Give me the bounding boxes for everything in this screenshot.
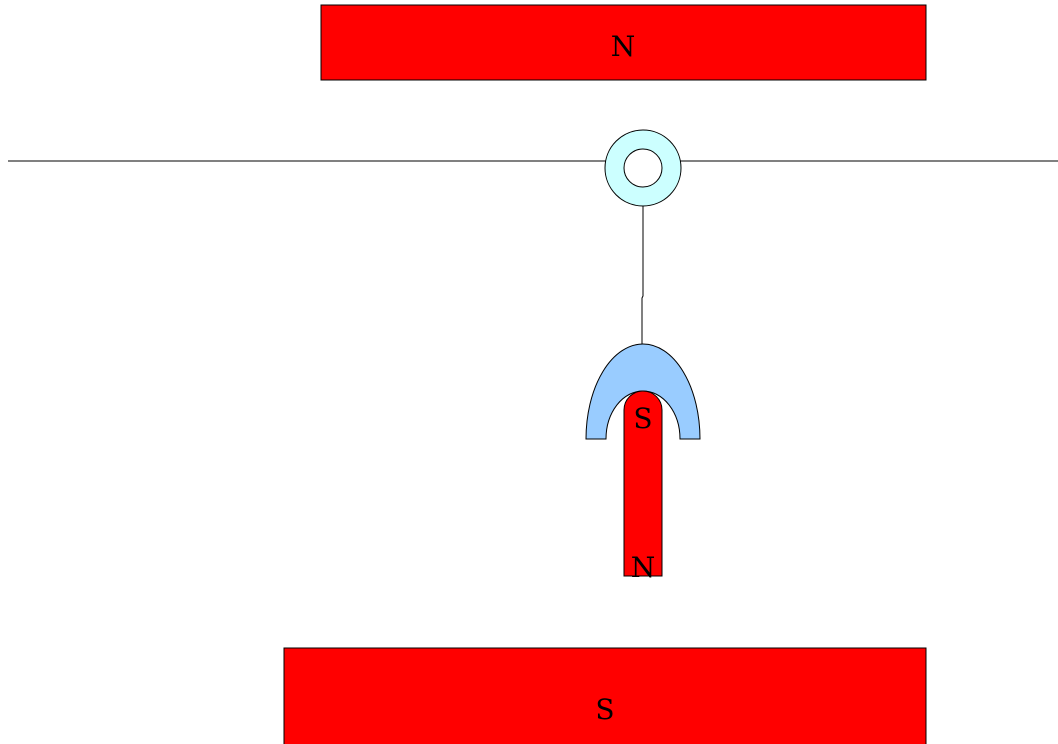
- bottom-magnet: [283, 647, 927, 744]
- ring-hole: [623, 148, 663, 188]
- top-magnet: [320, 4, 927, 81]
- top-magnet-label: N: [611, 30, 636, 63]
- hanging-string: [641, 206, 644, 346]
- bottom-magnet-label: S: [595, 693, 614, 726]
- bar-magnet: [623, 390, 663, 577]
- bar-magnet-bottom-label: N: [631, 551, 656, 584]
- horseshoe-arch: [585, 343, 701, 440]
- bar-magnet-top-label: S: [633, 402, 652, 435]
